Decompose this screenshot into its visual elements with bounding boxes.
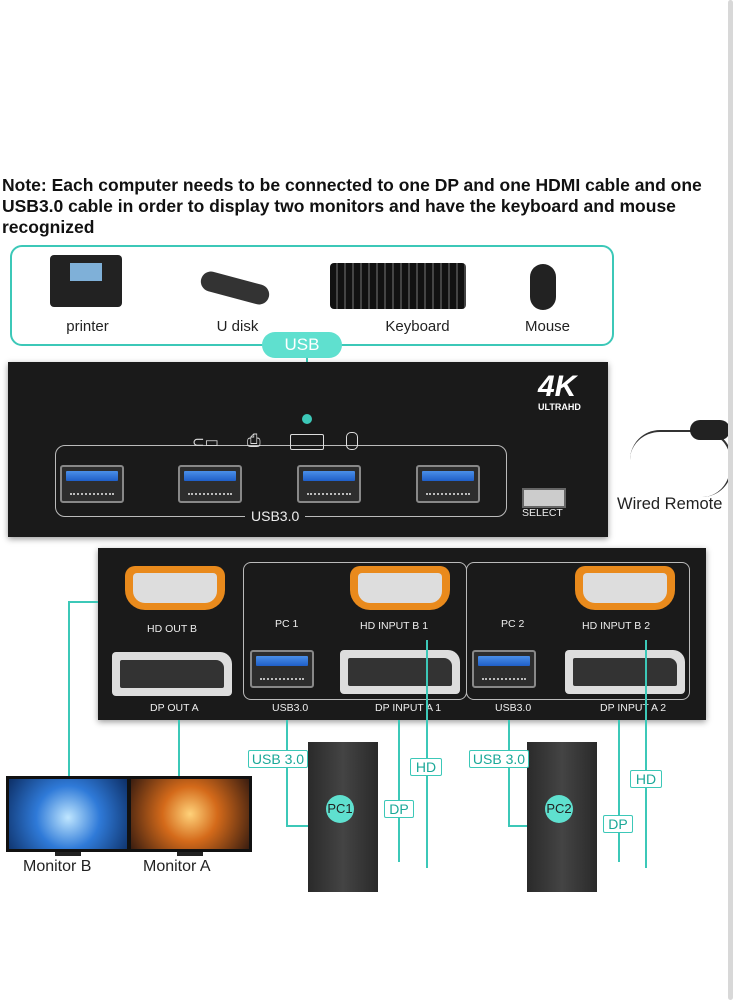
dp-input-a2-label: DP INPUT A 2: [600, 702, 667, 714]
usb30-label: USB3.0: [245, 508, 306, 524]
scrollbar[interactable]: [728, 0, 733, 1000]
pc2-usb-line: [508, 720, 510, 825]
logo-ultrahd: ULTRAHD: [538, 402, 581, 412]
peripheral-label: U disk: [216, 318, 259, 335]
usb30-tag-pc2: USB 3.0: [469, 750, 529, 768]
pc1-usb-line: [286, 825, 314, 827]
note-text: Note: Each computer needs to be connecte…: [2, 175, 702, 237]
pc1-label: PC 1: [272, 618, 302, 630]
hd-out-b-label: HD OUT B: [147, 623, 197, 635]
usb-port-3[interactable]: [297, 465, 361, 503]
pc2-usb-line: [508, 825, 536, 827]
select-port[interactable]: [522, 488, 566, 508]
usb-port-1[interactable]: [60, 465, 124, 503]
dp-out-a-label: DP OUT A: [150, 702, 199, 714]
monitor-a-stand: [177, 852, 203, 856]
peripheral-label: Mouse: [524, 318, 571, 335]
pc2-bracket: [466, 562, 690, 700]
pc1-badge: PC1: [326, 795, 354, 823]
remote-label: Wired Remote: [617, 495, 723, 513]
monitor-a-label: Monitor A: [143, 858, 211, 875]
keyboard-icon: [330, 263, 466, 309]
monitor-b-line: [68, 601, 98, 603]
dp-out-a-port[interactable]: [112, 652, 232, 696]
pc1-usb-line: [286, 720, 288, 825]
hd-input-b2-label: HD INPUT B 2: [582, 620, 651, 632]
usb30-pc1-port[interactable]: [250, 650, 314, 688]
keyboard-icon: [290, 434, 324, 450]
usb30-pc1-label: USB3.0: [272, 702, 309, 714]
monitor-a: [128, 776, 252, 852]
hd-tag-pc1: HD: [410, 758, 442, 776]
logo-4k: 4K: [538, 370, 577, 403]
usb-port-2[interactable]: [178, 465, 242, 503]
pc1-dp-line: [398, 720, 400, 862]
printer-icon: [50, 255, 122, 307]
hdmi-input-b2-port[interactable]: [575, 566, 675, 610]
hd-input-b1-label: HD INPUT B 1: [360, 620, 429, 632]
select-label: SELECT: [522, 507, 563, 519]
usb30-pc2-port[interactable]: [472, 650, 536, 688]
monitor-a-line: [178, 720, 180, 776]
monitor-b-line: [68, 601, 70, 776]
peripheral-label: printer: [66, 318, 109, 335]
monitor-b-stand: [55, 852, 81, 856]
pc1-hd-line: [426, 640, 428, 868]
usb-drive-icon: ⊂▭: [192, 434, 219, 451]
usb30-tag-pc1: USB 3.0: [248, 750, 308, 768]
dp-input-a1-port[interactable]: [340, 650, 460, 694]
monitor-b: [6, 776, 130, 852]
usb-badge: USB: [262, 332, 342, 358]
pc2-hd-line: [645, 640, 647, 868]
usb-connector-dot: [302, 414, 312, 424]
pc2-dp-line: [618, 720, 620, 862]
printer-icon: ⎙: [247, 431, 261, 450]
dp-tag-pc2: DP: [603, 815, 633, 833]
monitor-b-label: Monitor B: [23, 858, 92, 875]
mouse-icon: [346, 432, 358, 450]
remote-button[interactable]: [690, 420, 730, 440]
dp-input-a1-label: DP INPUT A 1: [375, 702, 442, 714]
dp-tag-pc1: DP: [384, 800, 414, 818]
hdmi-out-b-port[interactable]: [125, 566, 225, 610]
peripheral-label: Keyboard: [385, 318, 450, 335]
mouse-icon: [530, 264, 556, 310]
pc2-label: PC 2: [498, 618, 528, 630]
dp-input-a2-port[interactable]: [565, 650, 685, 694]
hdmi-input-b1-port[interactable]: [350, 566, 450, 610]
usb30-pc2-label: USB3.0: [495, 702, 532, 714]
pc2-badge: PC2: [545, 795, 573, 823]
remote-cable: [630, 430, 732, 497]
hd-tag-pc2: HD: [630, 770, 662, 788]
usb-port-4[interactable]: [416, 465, 480, 503]
